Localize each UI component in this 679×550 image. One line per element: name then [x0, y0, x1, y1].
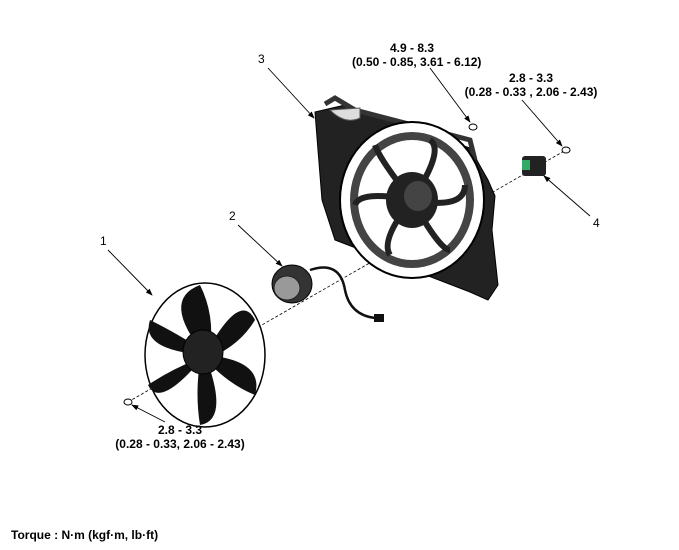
torque-bottom-leader — [131, 404, 166, 423]
torque-bottom: 2.8 - 3.3 (0.28 - 0.33, 2.06 - 2.43) — [105, 423, 255, 451]
callout-2-arrow — [237, 224, 283, 267]
torque-units-note: Torque : N·m (kgf·m, lb·ft) — [11, 528, 159, 542]
torque-top-leader — [429, 67, 471, 123]
callout-3: 3 — [258, 52, 265, 66]
callout-4-arrow — [543, 175, 591, 217]
fan-motor — [271, 264, 384, 322]
callout-2: 2 — [229, 209, 236, 223]
torque-value: 2.8 - 3.3 — [508, 71, 554, 85]
torque-right: 2.8 - 3.3 (0.28 - 0.33 , 2.06 - 2.43) — [456, 71, 606, 99]
fan-shroud — [314, 95, 499, 301]
torque-value-alt: (0.28 - 0.33, 2.06 - 2.43) — [115, 437, 245, 451]
callout-3-arrow — [267, 67, 315, 119]
torque-right-leader — [521, 99, 563, 147]
torque-value: 2.8 - 3.3 — [157, 423, 203, 437]
cooling-fan — [144, 282, 266, 428]
callout-4: 4 — [593, 216, 600, 230]
fan-resistor — [522, 156, 546, 176]
callout-1: 1 — [100, 234, 107, 248]
torque-value-alt: (0.50 - 0.85, 3.61 - 6.12) — [352, 55, 482, 69]
bolt-icon — [123, 398, 133, 406]
torque-value: 4.9 - 8.3 — [389, 41, 435, 55]
callout-1-arrow — [107, 249, 153, 296]
torque-value-alt: (0.28 - 0.33 , 2.06 - 2.43) — [464, 85, 598, 99]
bolt-icon — [561, 146, 571, 154]
bolt-icon — [468, 123, 478, 131]
torque-top: 4.9 - 8.3 (0.50 - 0.85, 3.61 - 6.12) — [352, 41, 482, 69]
